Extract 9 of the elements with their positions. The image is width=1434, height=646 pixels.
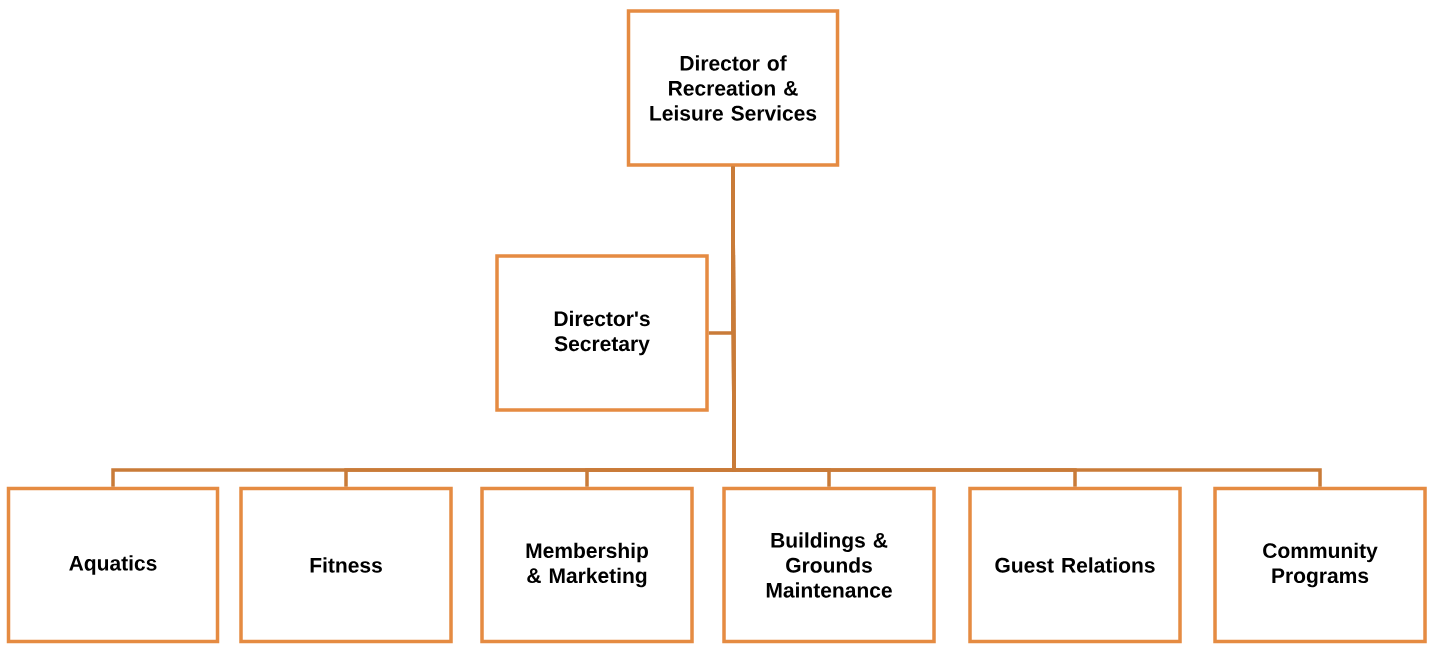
org-box: Guest Relations — [968, 486, 1182, 644]
org-box: Community Programs — [1213, 486, 1427, 644]
org-box: Director's Secretary — [495, 254, 709, 412]
org-box: Fitness — [239, 486, 453, 644]
org-box: Buildings & Grounds Maintenance — [722, 486, 936, 644]
org-box: Director of Recreation & Leisure Services — [626, 9, 840, 167]
org-box: Membership & Marketing — [480, 486, 694, 644]
connector-line — [731, 166, 1322, 487]
org-box: Aquatics — [6, 486, 220, 644]
